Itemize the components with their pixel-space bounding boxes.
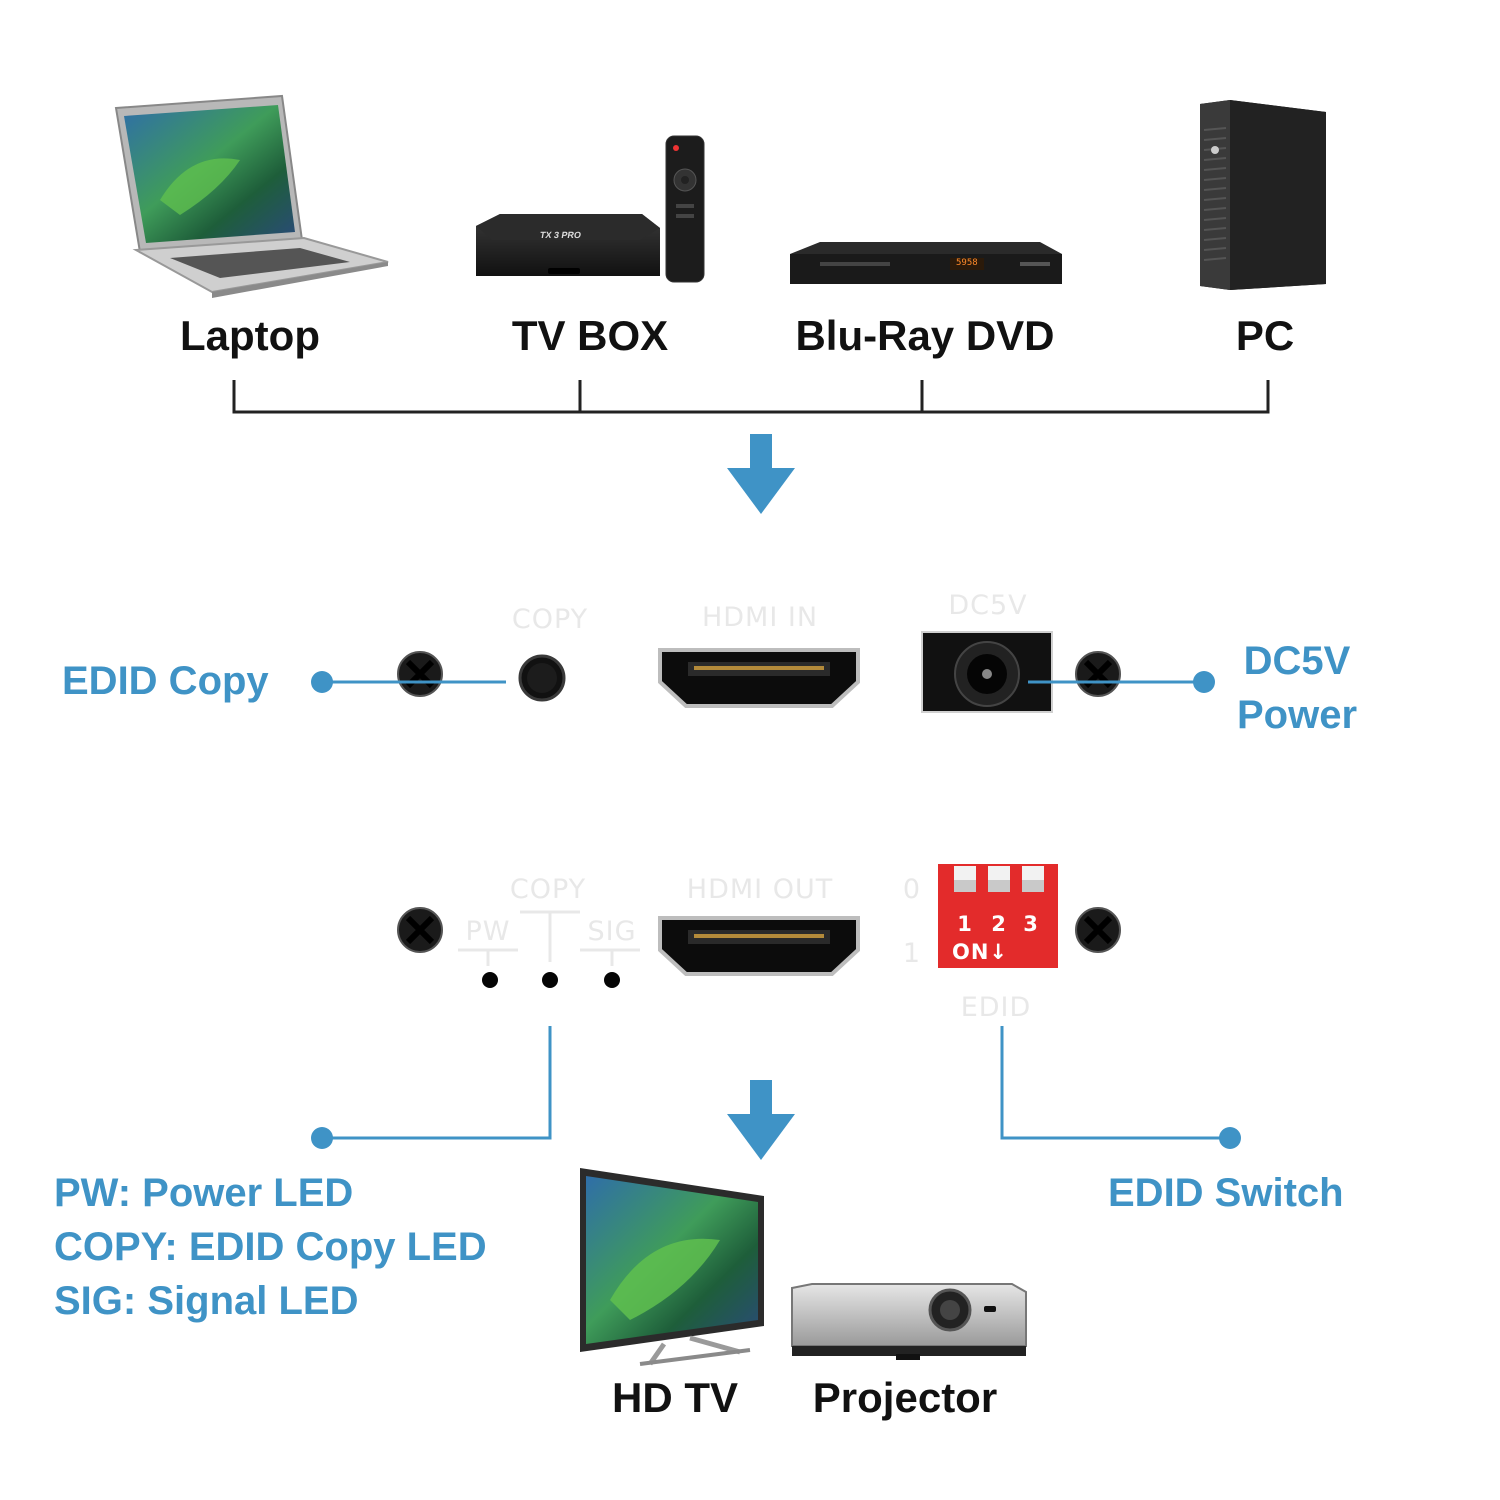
edid-dip-switch[interactable] xyxy=(938,864,1058,968)
bluray-player-icon xyxy=(790,242,1062,284)
hdmi-in-label: HDMI IN xyxy=(701,602,819,633)
tv-box-brand-text: TX 3 PRO xyxy=(539,230,582,240)
callout-lines xyxy=(322,680,1230,1140)
front-panel-parts xyxy=(397,631,1121,713)
output-label-hd-tv: HD TV xyxy=(612,1374,738,1421)
signal-led xyxy=(604,972,620,988)
callout-edid-copy: EDID Copy xyxy=(62,659,269,703)
down-arrow-icon xyxy=(727,434,795,514)
arrow-down-icon: ↓ xyxy=(989,940,1009,964)
callout-dc5v-power: DC5V Power xyxy=(1230,634,1364,742)
source-bracket xyxy=(232,380,1270,414)
screw-icon xyxy=(1075,651,1121,697)
hdmi-out-port xyxy=(658,916,860,976)
hdmi-out-label: HDMI OUT xyxy=(686,874,834,905)
pw-label: PW xyxy=(465,916,511,947)
switch-position-0: 0 xyxy=(902,874,922,905)
dc-power-jack xyxy=(921,631,1053,713)
source-label-laptop: Laptop xyxy=(180,312,320,359)
callout-edid-switch: EDID Switch xyxy=(1108,1171,1344,1215)
callout-dot xyxy=(311,1127,333,1149)
back-panel-parts xyxy=(397,864,1121,988)
callout-dot xyxy=(311,671,333,693)
dip-number-1: 1 xyxy=(957,912,973,936)
callout-led-legend: PW: Power LED COPY: EDID Copy LED SIG: S… xyxy=(54,1166,487,1328)
led-legend-sig: SIG: Signal LED xyxy=(54,1279,359,1323)
screw-icon xyxy=(397,651,443,697)
screw-icon xyxy=(397,907,443,953)
laptop-icon xyxy=(114,94,389,298)
led-legend-pw: PW: Power LED xyxy=(54,1171,354,1215)
dip-number-3: 3 xyxy=(1023,912,1039,936)
callout-dot xyxy=(1193,671,1215,693)
bluray-display-text: 5958 xyxy=(956,258,978,268)
switch-position-1: 1 xyxy=(902,938,922,969)
led-legend-copy: COPY: EDID Copy LED xyxy=(54,1225,487,1269)
hdmi-in-port xyxy=(658,648,860,708)
tv-box-icon xyxy=(476,135,705,283)
callout-dc5v-line1: DC5V xyxy=(1243,639,1351,683)
callout-dc5v-line2: Power xyxy=(1236,693,1358,737)
down-arrow-icon xyxy=(727,1080,795,1160)
source-label-tv-box: TV BOX xyxy=(511,312,669,359)
front-copy-label: COPY xyxy=(511,604,589,635)
back-copy-label: COPY xyxy=(509,874,587,905)
sig-label: SIG xyxy=(587,916,637,947)
edid-label: EDID xyxy=(960,992,1032,1023)
source-label-pc: PC xyxy=(1235,312,1295,359)
dip-number-2: 2 xyxy=(991,912,1007,936)
dc5v-label: DC5V xyxy=(948,590,1028,621)
callout-dot xyxy=(1219,1127,1241,1149)
hd-tv-icon xyxy=(580,1168,764,1366)
source-label-bluray: Blu-Ray DVD xyxy=(795,312,1055,359)
dip-on-label: ON↓ xyxy=(951,940,1009,964)
copy-led xyxy=(542,972,558,988)
output-label-projector: Projector xyxy=(812,1374,998,1421)
desktop-pc-icon xyxy=(1200,100,1326,290)
projector-icon xyxy=(791,1283,1027,1360)
edid-copy-button[interactable] xyxy=(518,654,566,702)
screw-icon xyxy=(1075,907,1121,953)
power-led xyxy=(482,972,498,988)
